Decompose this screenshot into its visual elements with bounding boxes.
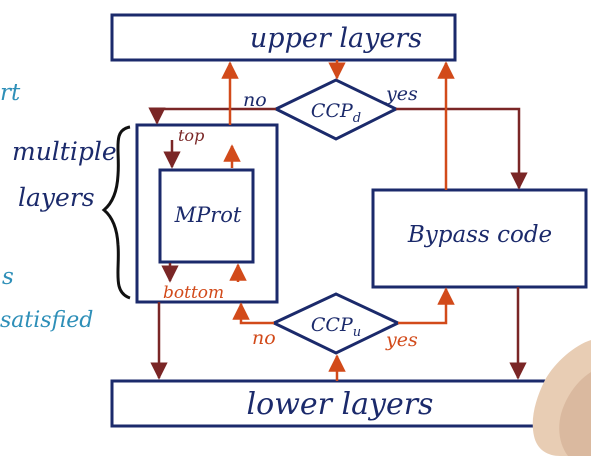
ccpu-yes-to-bypass-arrow bbox=[398, 287, 455, 325]
upper-layers-box: upper layers bbox=[110, 13, 457, 62]
stack-top-label: top bbox=[178, 126, 204, 145]
ccp-u-label: CCPu bbox=[311, 314, 361, 340]
ccpu-no-to-bottom-arrow bbox=[232, 302, 274, 325]
upper-layers-label: upper layers bbox=[250, 23, 422, 54]
bypass-code-label: Bypass code bbox=[407, 222, 552, 248]
layers-label: layers bbox=[18, 183, 95, 212]
bypass-code-box: Bypass code bbox=[371, 188, 588, 289]
protocol-stack-box bbox=[135, 123, 279, 304]
ccpd-yes-label: yes bbox=[385, 83, 418, 105]
stack-bottom-label: bottom bbox=[163, 283, 224, 303]
ccpd-no-to-top-arrow bbox=[148, 107, 276, 125]
ccpd-yes-to-bypass-arrow bbox=[396, 107, 528, 190]
side-fragment-s: s bbox=[2, 264, 14, 290]
lower-layers-box: lower layers bbox=[110, 379, 566, 428]
ccp-d-subscript: d bbox=[353, 111, 361, 126]
mprot-box: MProt bbox=[158, 168, 255, 264]
ccp-d-label: CCPd bbox=[311, 100, 361, 126]
side-fragment-rt: rt bbox=[0, 80, 21, 106]
ccpu-no-label: no bbox=[252, 327, 276, 349]
ccp-d-decision: CCPd bbox=[272, 78, 400, 141]
curly-brace bbox=[101, 125, 131, 300]
ccpd-no-label: no bbox=[243, 89, 267, 111]
side-fragment-satisfied: satisfied bbox=[0, 308, 93, 333]
lower-layers-label: lower layers bbox=[247, 387, 434, 422]
ccp-u-main: CCP bbox=[311, 314, 354, 336]
ccp-u-decision: CCPu bbox=[270, 292, 402, 355]
mprot-label: MProt bbox=[174, 203, 242, 227]
multiple-label: multiple bbox=[12, 137, 117, 166]
ccp-d-main: CCP bbox=[311, 100, 354, 122]
presenter-hand-shadow bbox=[559, 372, 591, 456]
ccp-u-subscript: u bbox=[353, 325, 361, 340]
ccpu-yes-label: yes bbox=[385, 329, 418, 351]
